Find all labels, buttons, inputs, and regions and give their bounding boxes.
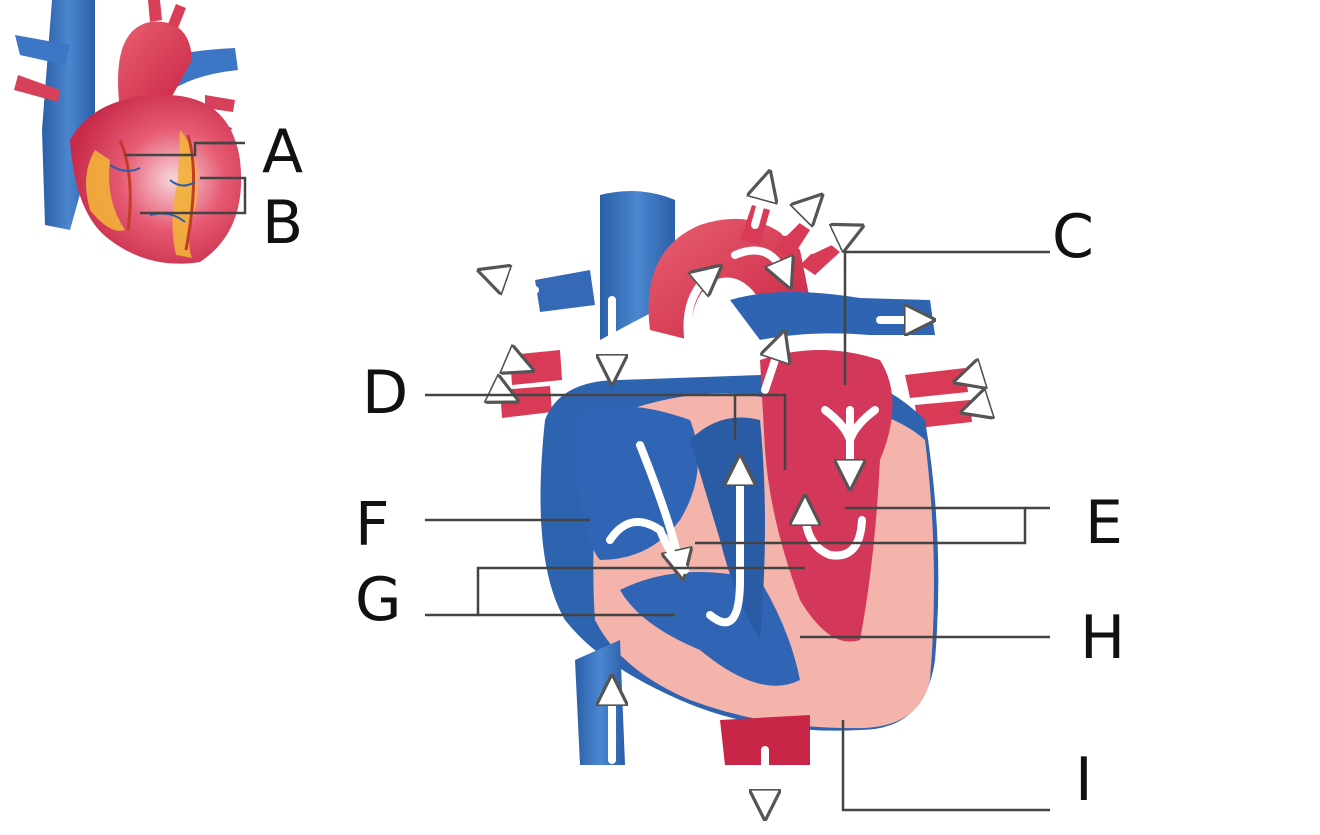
- label-i: I: [1075, 745, 1093, 815]
- small-heart-illustration: [14, 0, 242, 264]
- label-c: C: [1052, 202, 1094, 272]
- label-g: G: [355, 565, 402, 635]
- label-b: B: [262, 188, 303, 258]
- label-a: A: [262, 117, 303, 187]
- label-d: D: [362, 358, 408, 428]
- small-heart-leaders: [125, 141, 247, 215]
- large-heart-illustration: [466, 185, 1029, 805]
- label-e: E: [1085, 488, 1123, 558]
- large-heart-leaders: [425, 250, 1050, 812]
- label-f: F: [355, 490, 390, 560]
- label-h: H: [1080, 603, 1125, 673]
